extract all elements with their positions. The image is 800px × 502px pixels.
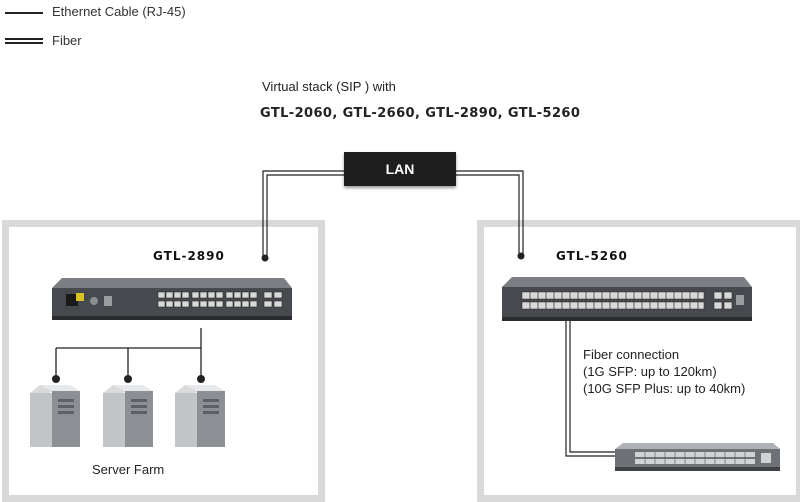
server-dot-2	[124, 375, 132, 383]
ethernet-line-sample	[5, 12, 43, 14]
remote-switch	[615, 443, 780, 471]
gtl5260-label: GTL-5260	[556, 249, 628, 263]
lan-to-gtl5260-cable	[456, 170, 524, 255]
fiber-line-1: Fiber connection	[583, 347, 680, 362]
gtl2890-label: GTL-2890	[153, 249, 225, 263]
stack-models: GTL-2060, GTL-2660, GTL-2890, GTL-5260	[260, 106, 581, 121]
fiber-legend-label: Fiber	[52, 33, 82, 48]
server-3	[175, 385, 225, 449]
gtl2890-switch-graphic	[52, 278, 292, 320]
gtl5260-switch	[502, 277, 752, 321]
gtl2890-switch	[52, 278, 292, 320]
lan-to-gtl2890-cable	[262, 170, 344, 257]
lan-box: LAN	[344, 152, 456, 186]
stack-caption: Virtual stack (SIP ) with	[262, 79, 396, 94]
server-dot-3	[197, 375, 205, 383]
left-uplink-dot	[261, 254, 269, 262]
right-uplink-dot	[517, 252, 525, 260]
server-icon	[175, 385, 225, 447]
server-2	[103, 385, 153, 449]
fiber-cable	[565, 318, 620, 457]
fiber-connection-text: Fiber connection (1G SFP: up to 120km) (…	[583, 346, 745, 397]
server-1	[30, 385, 80, 449]
server-icon	[30, 385, 80, 447]
remote-switch-graphic	[615, 443, 780, 471]
server-farm-label: Server Farm	[92, 462, 165, 477]
fiber-line-3: (10G SFP Plus: up to 40km)	[583, 381, 746, 396]
fiber-line-sample	[5, 38, 43, 40]
server-dot-1	[52, 375, 60, 383]
legend: Ethernet Cable (RJ-45) Fiber	[0, 0, 260, 60]
ethernet-legend-label: Ethernet Cable (RJ-45)	[52, 4, 186, 19]
server-ethernet-tree	[55, 328, 202, 378]
fiber-line-sample-2	[5, 42, 43, 44]
server-icon	[103, 385, 153, 447]
gtl5260-switch-graphic	[502, 277, 752, 321]
fiber-line-2: (1G SFP: up to 120km)	[583, 364, 717, 379]
left-panel	[2, 220, 325, 502]
